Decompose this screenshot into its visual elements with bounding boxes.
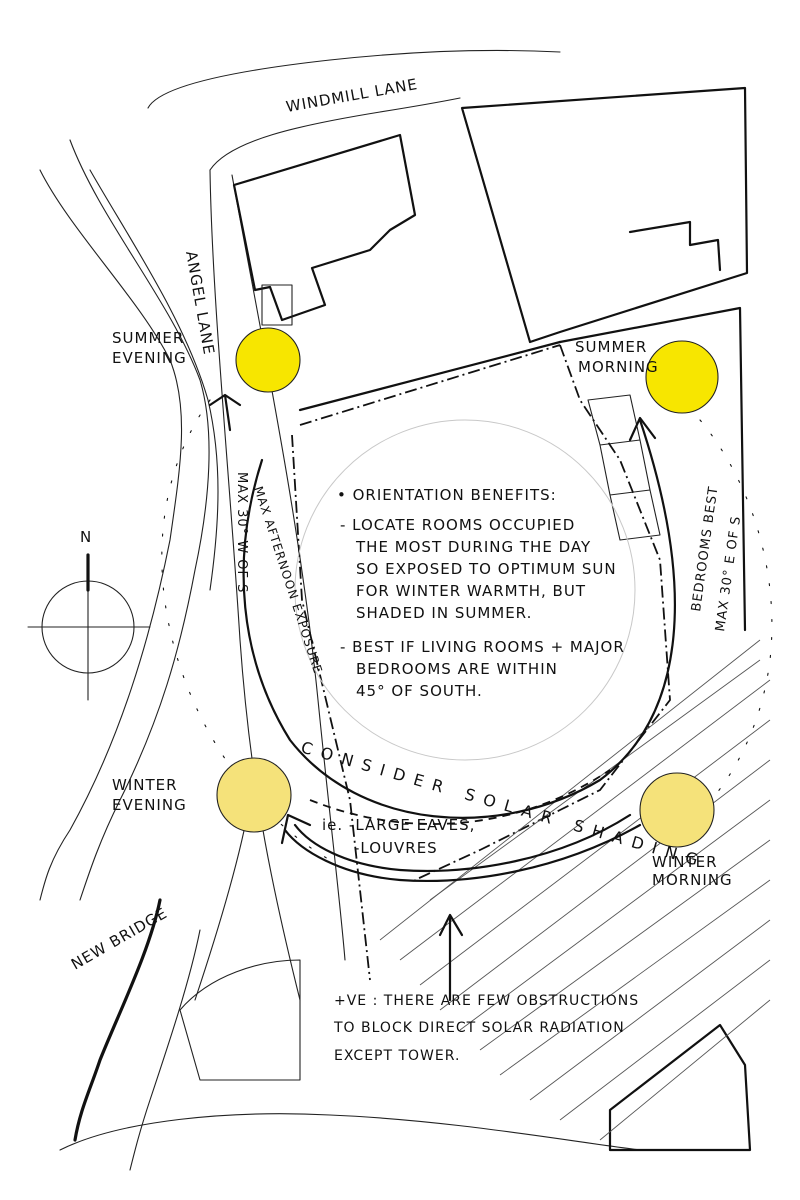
- notes-b1-l5: SHADED IN SUMMER.: [356, 604, 532, 622]
- windmill-lane-label: WINDMILL LANE: [285, 75, 420, 116]
- shading-note-louvres: -LOUVRES: [354, 839, 438, 857]
- notes-b1-l3: SO EXPOSED TO OPTIMUM SUN: [356, 560, 617, 578]
- terrace-houses: [587, 394, 661, 541]
- site-boundary-east: [558, 306, 747, 632]
- notes-heading: • ORIENTATION BENEFITS:: [337, 486, 557, 504]
- summer-morning-label-1: SUMMER: [575, 338, 647, 356]
- windmill-lane-edge-north: [147, 49, 561, 109]
- windmill-lane-edge-south: [209, 97, 461, 171]
- winter-evening-label-1: WINTER: [112, 776, 178, 794]
- bridge-edge-1: [129, 929, 201, 1171]
- site-boundary-line: [291, 344, 671, 981]
- angel-lane-edge-west: [209, 169, 301, 1001]
- summer-morning-sun-icon: [645, 340, 719, 414]
- bottom-block: [179, 959, 301, 1081]
- west-road-curve-1: [39, 169, 183, 901]
- bottom-curve: [59, 1113, 641, 1151]
- compass-north-label: N: [80, 528, 92, 546]
- building-north-west: [232, 133, 417, 322]
- afternoon-exposure-label: MAX AFTERNOON EXPOSURE: [251, 485, 325, 676]
- south-arrow: [438, 913, 464, 1002]
- orientation-circle: [294, 419, 636, 761]
- building-small-annex: [261, 284, 293, 326]
- entrance-arrow: [208, 393, 242, 432]
- summer-evening-label-2: EVENING: [112, 349, 187, 367]
- sun-path-arrows: [208, 393, 676, 1002]
- winter-arc-arrow-head: [280, 813, 312, 845]
- notes-b1-l2: THE MOST DURING THE DAY: [355, 538, 591, 556]
- summer-morning-label-2: MORNING: [578, 358, 659, 376]
- winter-sun-arc-inner: [293, 813, 632, 873]
- building-north-east: [460, 86, 749, 344]
- winter-morning-sun-icon: [639, 772, 715, 848]
- winter-evening-sun-icon: [216, 757, 292, 833]
- summer-arc-arrow-head: [628, 416, 657, 442]
- summer-evening-label-1: SUMMER: [112, 329, 184, 347]
- compass: N: [27, 528, 151, 701]
- west-limit-label: MAX 30° W OF S: [234, 472, 249, 593]
- summer-sun-arc: [242, 418, 676, 819]
- notes-b2-l2: BEDROOMS ARE WITHIN: [356, 660, 558, 678]
- winter-morning-label-2: MORNING: [652, 871, 733, 889]
- suns: [216, 327, 719, 848]
- shading-arc: [309, 769, 611, 825]
- notes-b2-l3: 45° OF SOUTH.: [356, 682, 483, 700]
- west-road-curve-2: [69, 139, 210, 901]
- shading-note-eaves: ie. -LARGE EAVES,: [322, 816, 475, 834]
- east-limit-label: MAX 30° E OF S: [713, 515, 744, 633]
- orientation-notes: • ORIENTATION BENEFITS: - LOCATE ROOMS O…: [337, 486, 625, 700]
- river-bank: [73, 898, 162, 1142]
- building-east-step: [628, 220, 722, 272]
- winter-sun-arc: [283, 823, 642, 883]
- bedrooms-best-label: BEDROOMS BEST: [689, 485, 721, 612]
- west-road-curve-3: [89, 169, 219, 591]
- notes-b1-l1: - LOCATE ROOMS OCCUPIED: [340, 516, 575, 534]
- winter-morning-label-1: WINTER: [652, 853, 718, 871]
- notes-b1-l4: FOR WINTER WARMTH, BUT: [356, 582, 586, 600]
- terrain-hatching: [379, 639, 771, 1141]
- summer-evening-sun-icon: [235, 327, 301, 393]
- sun-path-dotted: [161, 399, 773, 861]
- notes-b2-l1: - BEST IF LIVING ROOMS + MAJOR: [340, 638, 625, 656]
- buildings: [232, 86, 752, 1152]
- positive-note-line-1: +VE : THERE ARE FEW OBSTRUCTIONS: [334, 993, 639, 1009]
- angel-lane-label: ANGEL LANE: [182, 250, 218, 357]
- winter-evening-label-2: EVENING: [112, 796, 187, 814]
- site-boundary-north: [298, 340, 562, 412]
- new-bridge-label: NEW BRIDGE: [68, 904, 171, 974]
- tower: [608, 1023, 752, 1152]
- roads: [39, 49, 641, 1171]
- positive-note-line-3: EXCEPT TOWER.: [334, 1048, 460, 1064]
- positive-note: +VE : THERE ARE FEW OBSTRUCTIONS TO BLOC…: [333, 993, 639, 1064]
- positive-note-line-2: TO BLOCK DIRECT SOLAR RADIATION: [333, 1020, 625, 1036]
